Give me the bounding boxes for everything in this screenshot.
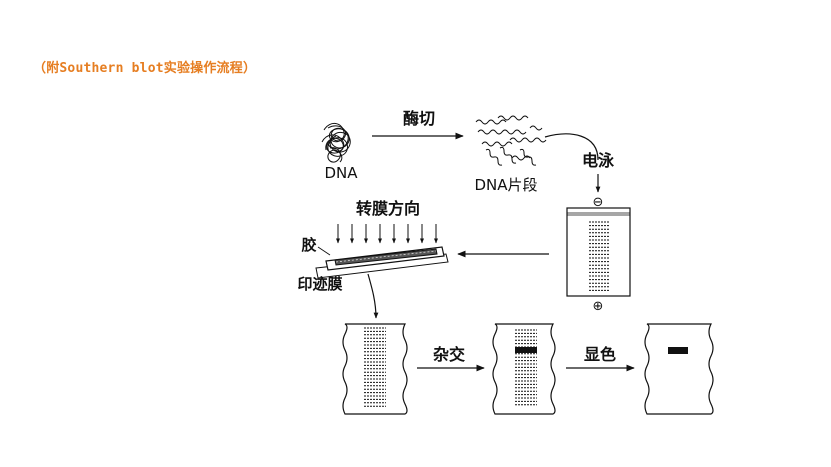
electrophoresis-curve bbox=[544, 133, 599, 161]
transfer-direction-label: 转膜方向 bbox=[356, 199, 420, 218]
membrane-after-hybridization bbox=[492, 323, 556, 415]
hybridized-band bbox=[515, 347, 537, 353]
gel-pointer bbox=[317, 246, 331, 256]
membrane-after-transfer bbox=[342, 323, 408, 415]
electrophoresis-gel bbox=[566, 207, 631, 297]
gel-on-membrane bbox=[315, 246, 449, 279]
minus-electrode: ⊖ bbox=[593, 195, 604, 210]
hybridization-label: 杂交 bbox=[433, 345, 465, 364]
electrophoresis-label: 电泳 bbox=[582, 151, 615, 170]
dna-tangle-icon bbox=[321, 123, 351, 163]
dna-fragments-label: DNA片段 bbox=[474, 176, 537, 194]
color-development-label: 显色 bbox=[584, 345, 616, 364]
gel-label: 胶 bbox=[301, 236, 316, 254]
dna-fragments-icon bbox=[475, 115, 547, 166]
to-membrane-arrow bbox=[367, 273, 379, 319]
blot-membrane-label: 印迹膜 bbox=[297, 275, 342, 293]
transfer-direction-arrows bbox=[336, 224, 438, 244]
plus-electrode: ⊕ bbox=[593, 299, 604, 314]
detected-band bbox=[668, 347, 688, 354]
figure-caption: （附Southern blot实验操作流程） bbox=[33, 61, 257, 76]
membrane-1-bands bbox=[364, 327, 386, 407]
gel-bands bbox=[589, 221, 609, 291]
membrane-after-color-development bbox=[644, 323, 714, 415]
digestion-label: 酶切 bbox=[403, 109, 435, 128]
dna-label: DNA bbox=[324, 164, 358, 182]
